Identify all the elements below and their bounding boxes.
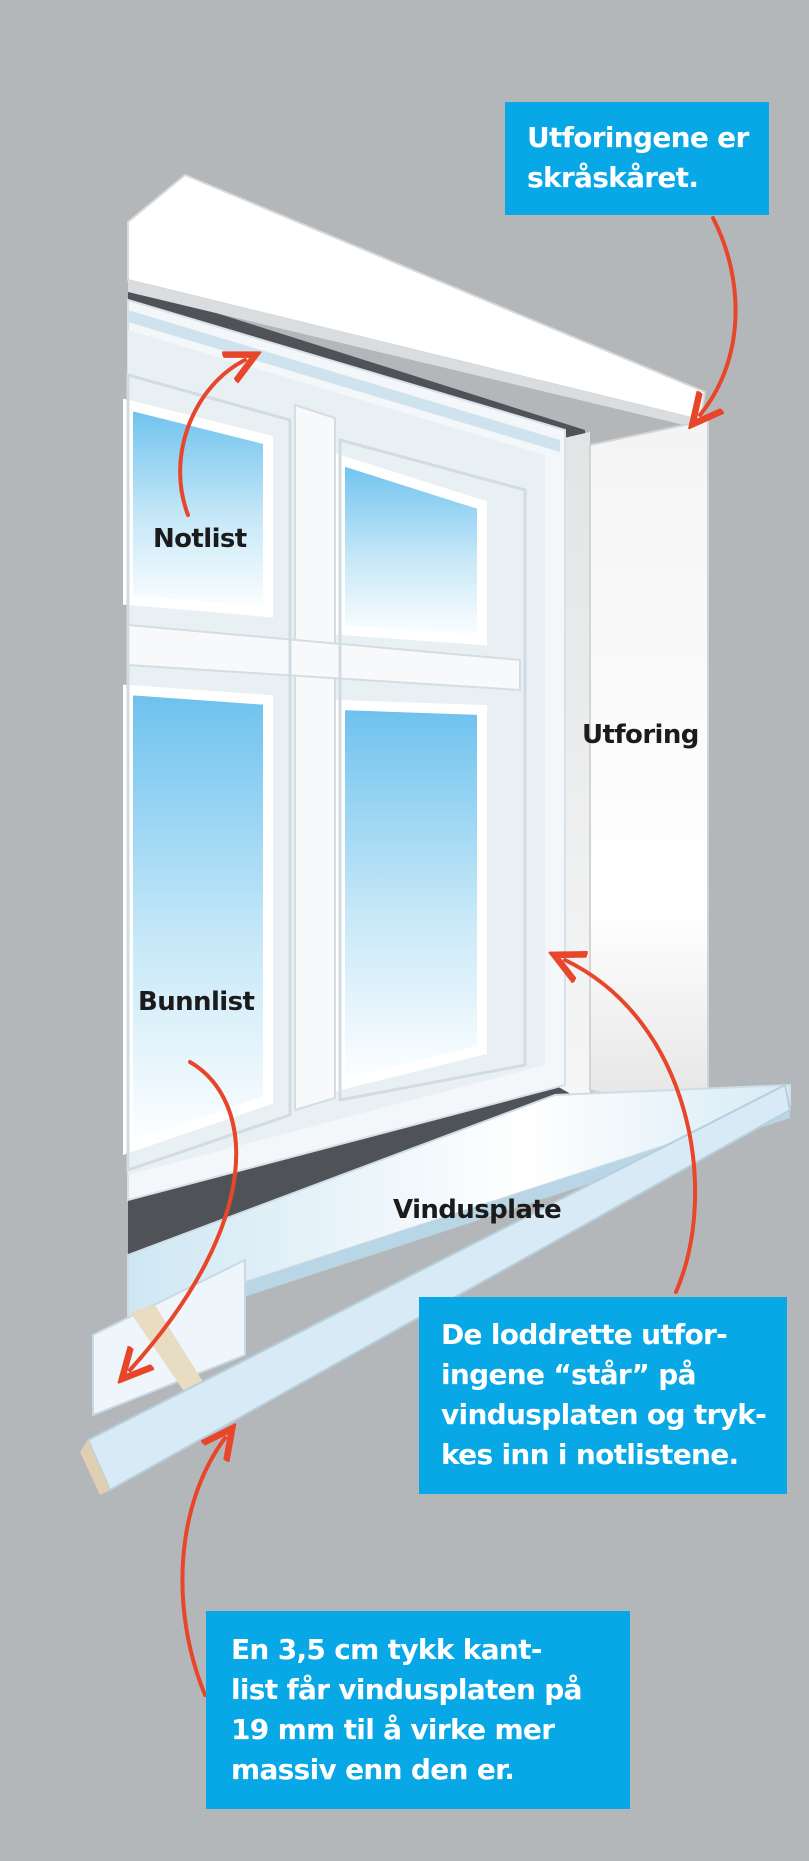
sash-outline-left (126, 373, 292, 1173)
callout-bottom: En 3,5 cm tykk kant- list får vindusplat… (206, 1611, 630, 1809)
arrow-notlist (178, 360, 245, 517)
label-vindusplate: Vindusplate (393, 1195, 562, 1225)
callout-bottom-line: list får vindusplaten på (231, 1673, 582, 1706)
callout-right-line: De loddrette utfor- (441, 1318, 728, 1351)
callout-top-line: Utforingene er (527, 121, 749, 154)
label-utforing: Utforing (582, 720, 699, 750)
sill-board (127, 1083, 791, 1322)
groove-strip (128, 310, 560, 452)
edge-strip-end (80, 1440, 110, 1495)
callout-bottom-line: massiv enn den er. (231, 1753, 515, 1786)
label-notlist: Notlist (153, 524, 247, 554)
arrow-loddrette (565, 960, 698, 1294)
callout-top-line: skråskåret. (527, 161, 699, 194)
callout-bottom-line: 19 mm til å virke mer (231, 1713, 555, 1746)
arrow-utforingene (700, 216, 738, 415)
callout-bottom-line: En 3,5 cm tykk kant- (231, 1633, 542, 1666)
callout-right-line: vindusplaten og tryk- (441, 1398, 767, 1431)
arrow-kantlist (180, 1438, 225, 1697)
glass-pane-top-left (123, 398, 273, 618)
callout-right-line: ingene “står” på (441, 1358, 697, 1391)
sill-board-front (128, 1105, 790, 1335)
glass-pane-bottom-left (123, 684, 273, 1155)
top-lining-edge (128, 280, 705, 430)
callout-right-line: kes inn i notlistene. (441, 1438, 739, 1471)
right-lining (589, 418, 709, 1120)
callout-top: Utforingene er skråskåret. (505, 102, 769, 215)
callout-right: De loddrette utfor- ingene “står” på vin… (419, 1297, 787, 1494)
sash-outline-right (338, 438, 527, 1102)
window-mullion (294, 403, 336, 1112)
label-bunnlist: Bunnlist (138, 987, 255, 1017)
glass-pane-bottom-right (335, 699, 487, 1092)
bottom-strip-end (130, 1305, 205, 1390)
arrow-bunnlist (130, 1060, 239, 1370)
